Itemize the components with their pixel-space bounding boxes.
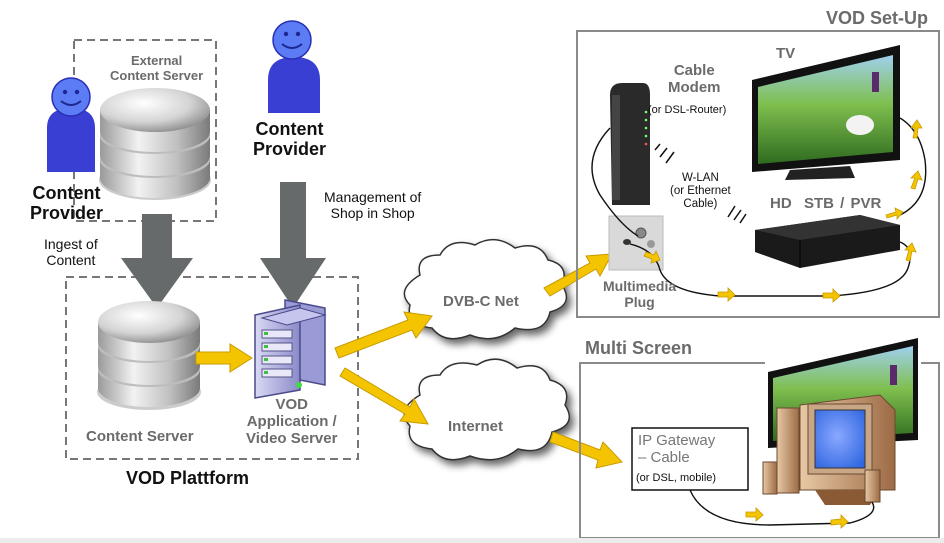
management-label: Management of Shop in Shop	[324, 189, 422, 221]
server-link-arrow	[195, 343, 253, 373]
tv-icon	[752, 45, 900, 180]
cable-modem-label: Cable Modem	[668, 62, 721, 96]
content-provider-center-label: Content Provider	[253, 119, 327, 160]
arrow-to-dvbc	[334, 311, 433, 359]
vod-setup-box	[576, 30, 940, 318]
setup-signal-arrows	[643, 119, 923, 303]
arrow-to-internet	[339, 367, 429, 425]
multi-screen-cable	[689, 489, 875, 526]
stb-label: HD STB / PVR	[770, 195, 882, 212]
ingest-arrow	[121, 214, 193, 308]
multi-screen-title: Multi Screen	[585, 338, 693, 358]
content-server-label: Content Server	[86, 428, 194, 445]
content-server-database-icon	[97, 301, 201, 410]
arrow-internet-to-gateway	[549, 431, 623, 469]
internet-cloud	[403, 358, 571, 461]
bottom-edge	[0, 538, 944, 543]
hd-stb-pvr-icon	[755, 215, 900, 268]
external-database-icon	[99, 88, 211, 200]
app-server-label: VOD Application / Video Server	[246, 396, 338, 447]
vod-setup-title: VOD Set-Up	[826, 8, 929, 28]
external-content-server-label: External Content Server	[110, 53, 204, 83]
multi-screen-signal-arrows	[745, 507, 849, 529]
dvbc-net-cloud	[403, 239, 568, 340]
wlan-signal-icon	[654, 143, 747, 224]
cable-modem-icon	[610, 83, 650, 205]
internet-label: Internet	[448, 418, 504, 435]
dvbc-net-label: DVB-C Net	[443, 293, 519, 310]
content-provider-left-label: Content Provider	[30, 183, 104, 224]
ip-gateway-sub-label: (or DSL, mobile)	[636, 472, 717, 484]
cable-modem-sub-label: (or DSL-Router)	[648, 104, 727, 116]
vod-platform-title: VOD Plattform	[126, 468, 250, 488]
content-provider-left-icon	[47, 77, 95, 172]
ingest-label: Ingest of Content	[44, 236, 98, 268]
multimedia-plug-label: Multimedia Plug	[603, 278, 677, 310]
management-arrow	[260, 182, 326, 308]
vod-platform-box	[65, 276, 359, 460]
content-provider-center-icon	[268, 20, 320, 113]
wlan-label: W-LAN (or Ethernet Cable)	[670, 172, 731, 210]
desktop-computer-icon	[762, 394, 896, 505]
tv-label: TV	[776, 45, 796, 62]
vod-application-server-icon	[254, 299, 327, 399]
ip-gateway-label: IP Gateway – Cable	[638, 432, 716, 466]
